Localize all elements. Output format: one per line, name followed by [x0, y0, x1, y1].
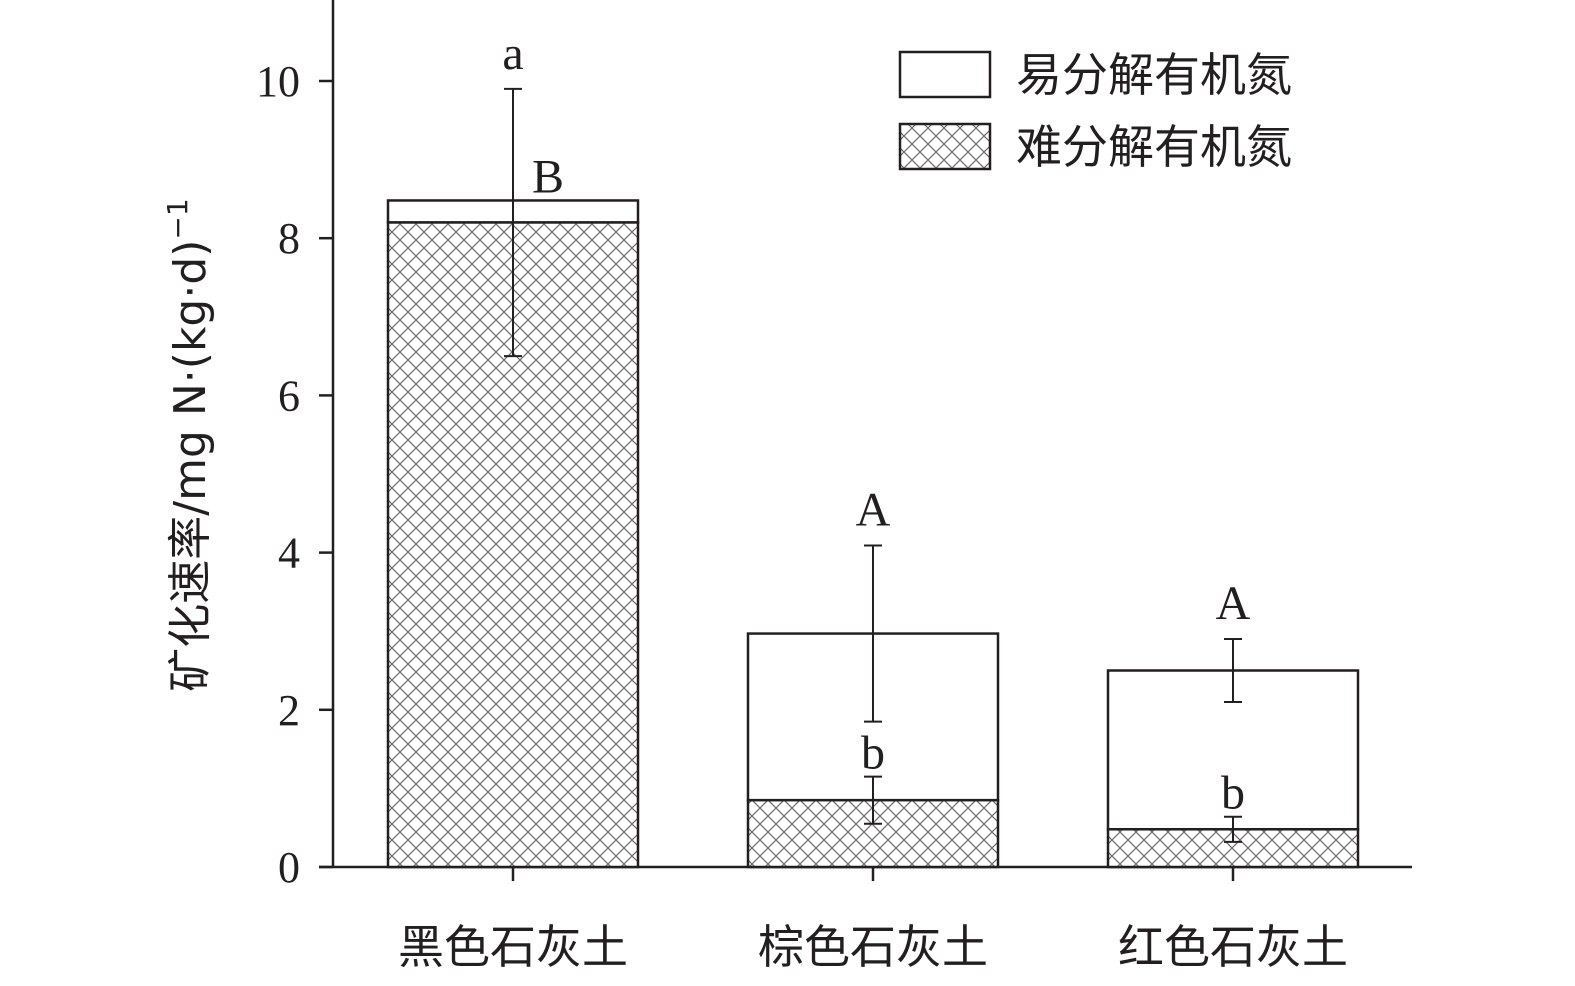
y-axis-label-text: 矿化速率/mg N·(kg·d) [165, 240, 216, 692]
significance-labels: aBb Ab A [502, 27, 1250, 820]
x-tick-label: 棕色石灰土 [758, 920, 988, 974]
legend-swatch [898, 50, 992, 99]
legend-label: 易分解有机氮 [1016, 48, 1292, 102]
y-tick-label: 8 [278, 214, 300, 263]
x-tick-label: 黑色石灰土 [398, 920, 628, 974]
legend-swatch [898, 122, 992, 171]
sig-label-recalcitrant: b [861, 727, 885, 780]
sig-label-recalcitrant: a [502, 27, 523, 80]
error-bars [504, 87, 1242, 843]
y-axis: 0 2 4 6 8 10 [256, 0, 335, 892]
x-tick-label: 红色石灰土 [1118, 920, 1348, 974]
y-axis-label-superscript: −1 [161, 198, 194, 239]
sig-label-recalcitrant: b [1221, 767, 1245, 820]
y-tick-label: 6 [278, 371, 300, 420]
y-tick-label: 4 [278, 529, 300, 578]
y-tick-label: 2 [278, 686, 300, 735]
legend-label: 难分解有机氮 [1016, 120, 1292, 174]
sig-label-labile: B [532, 150, 564, 203]
y-tick-label: 10 [256, 57, 300, 106]
y-axis-label: 矿化速率/mg N·(kg·d)−1 [161, 198, 216, 691]
x-axis: 黑色石灰土 棕色石灰土 红色石灰土 [319, 865, 1412, 974]
sig-label-labile: A [856, 484, 891, 537]
y-tick-label: 0 [278, 843, 300, 892]
sig-label-labile: A [1216, 577, 1251, 630]
